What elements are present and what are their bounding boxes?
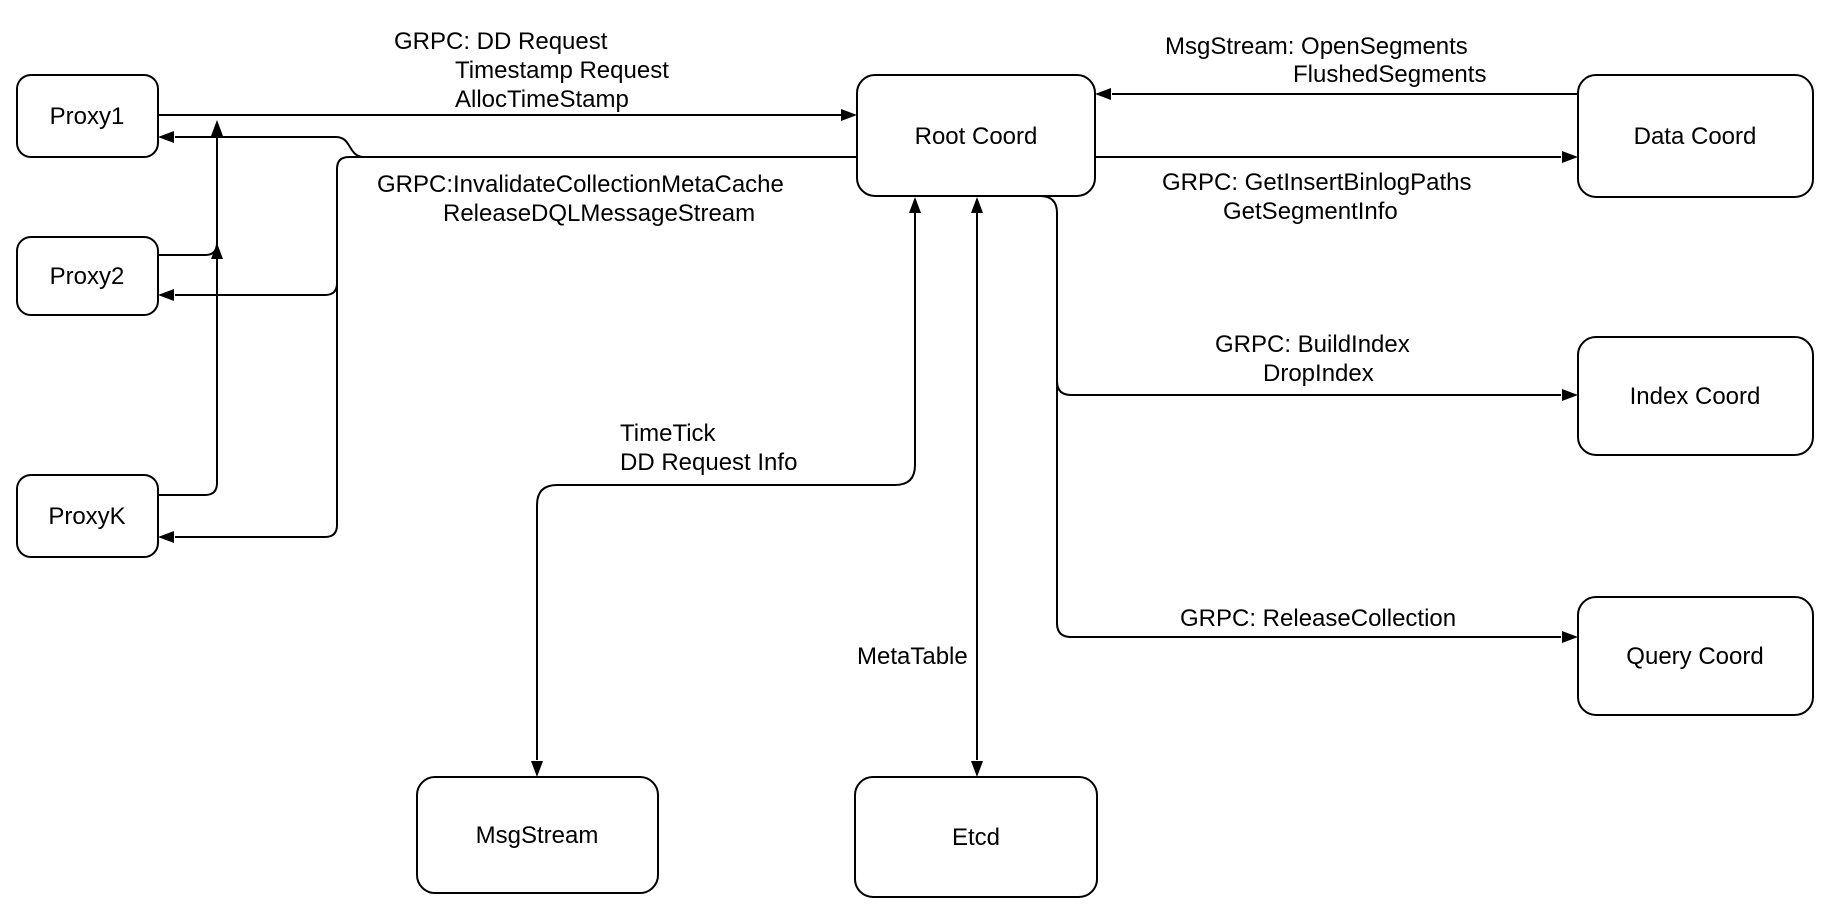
edge-label-binlogpaths-1: GRPC: GetInsertBinlogPaths: [1162, 169, 1471, 196]
node-group: Proxy1 Proxy2 ProxyK Root Coord Data Coo…: [16, 74, 1814, 898]
datacoord-node: Data Coord: [1577, 74, 1814, 198]
edge-label-metatable: MetaTable: [857, 643, 968, 670]
msgstream-label: MsgStream: [476, 822, 599, 849]
arrowhead-proxy2-merge-up: [211, 120, 223, 136]
arrowhead-metatable-into-rootcoord: [971, 197, 983, 213]
arrowhead-into-msgstream: [531, 761, 543, 777]
proxy2-box: [16, 236, 159, 316]
edge-rootcoord-msgstream: [536, 213, 916, 760]
edge-group: [158, 88, 1578, 777]
proxyk-box: [16, 474, 159, 558]
arrowhead-into-querycoord: [1562, 631, 1578, 643]
edge-label-dd-request-3: AllocTimeStamp: [455, 86, 629, 113]
rootcoord-label: Root Coord: [915, 123, 1038, 150]
indexcoord-node: Index Coord: [1577, 336, 1814, 456]
edge-rootcoord-to-proxy2: [175, 156, 857, 296]
datacoord-box: [1577, 74, 1814, 198]
indexcoord-label: Index Coord: [1630, 383, 1761, 410]
proxy2-node: Proxy2: [16, 236, 159, 316]
edge-label-opensegments-2: FlushedSegments: [1293, 61, 1486, 88]
edge-label-dd-request-1: GRPC: DD Request: [394, 28, 608, 55]
msgstream-box: [416, 776, 659, 894]
proxyk-node: ProxyK: [16, 474, 159, 558]
querycoord-label: Query Coord: [1626, 643, 1763, 670]
edge-label-invalidate-2: ReleaseDQLMessageStream: [443, 200, 755, 227]
edge-label-buildindex-1: GRPC: BuildIndex: [1215, 331, 1410, 358]
indexcoord-box: [1577, 336, 1814, 456]
edge-label-dd-request-2: Timestamp Request: [455, 57, 669, 84]
arrowhead-into-datacoord: [1562, 151, 1578, 163]
arrowhead-timetick-into-rootcoord: [909, 197, 921, 213]
edge-label-releasecollection: GRPC: ReleaseCollection: [1180, 605, 1456, 632]
edge-label-group: GRPC: DD Request Timestamp Request Alloc…: [377, 28, 1486, 670]
edge-proxy2-merge: [158, 136, 218, 256]
arrowhead-into-proxyk: [158, 531, 174, 543]
arrowhead-into-proxy2: [158, 289, 174, 301]
proxyk-label: ProxyK: [48, 503, 125, 530]
proxy2-label: Proxy2: [50, 263, 125, 290]
etcd-label: Etcd: [952, 824, 1000, 851]
edge-label-timetick-2: DD Request Info: [620, 449, 797, 476]
rootcoord-box: [856, 74, 1096, 197]
etcd-node: Etcd: [854, 776, 1098, 898]
edge-label-binlogpaths-2: GetSegmentInfo: [1223, 198, 1398, 225]
edge-rootcoord-to-proxy1: [175, 136, 857, 158]
edge-rootcoord-to-proxyk: [175, 283, 338, 538]
arrowhead-into-proxy1: [158, 131, 174, 143]
edge-label-opensegments-1: MsgStream: OpenSegments: [1165, 33, 1468, 60]
edge-rootcoord-to-querycoord: [1056, 381, 1561, 638]
etcd-box: [854, 776, 1098, 898]
arrowhead-into-rootcoord-right: [1095, 88, 1111, 100]
datacoord-label: Data Coord: [1634, 123, 1757, 150]
arrowhead-into-indexcoord: [1562, 389, 1578, 401]
arrowhead-proxyk-merge-up: [211, 243, 223, 259]
proxy1-node: Proxy1: [16, 74, 159, 158]
edge-label-timetick-1: TimeTick: [620, 420, 717, 447]
querycoord-node: Query Coord: [1577, 596, 1814, 716]
arrowhead-into-etcd: [971, 761, 983, 777]
edge-label-invalidate-1: GRPC:InvalidateCollectionMetaCache: [377, 171, 784, 198]
querycoord-box: [1577, 596, 1814, 716]
edge-proxyk-merge: [158, 259, 218, 496]
proxy1-box: [16, 74, 159, 158]
rootcoord-node: Root Coord: [856, 74, 1096, 197]
edge-label-buildindex-2: DropIndex: [1263, 360, 1374, 387]
msgstream-node: MsgStream: [416, 776, 659, 894]
proxy1-label: Proxy1: [50, 103, 125, 130]
arrowhead-into-rootcoord-left: [841, 109, 857, 121]
